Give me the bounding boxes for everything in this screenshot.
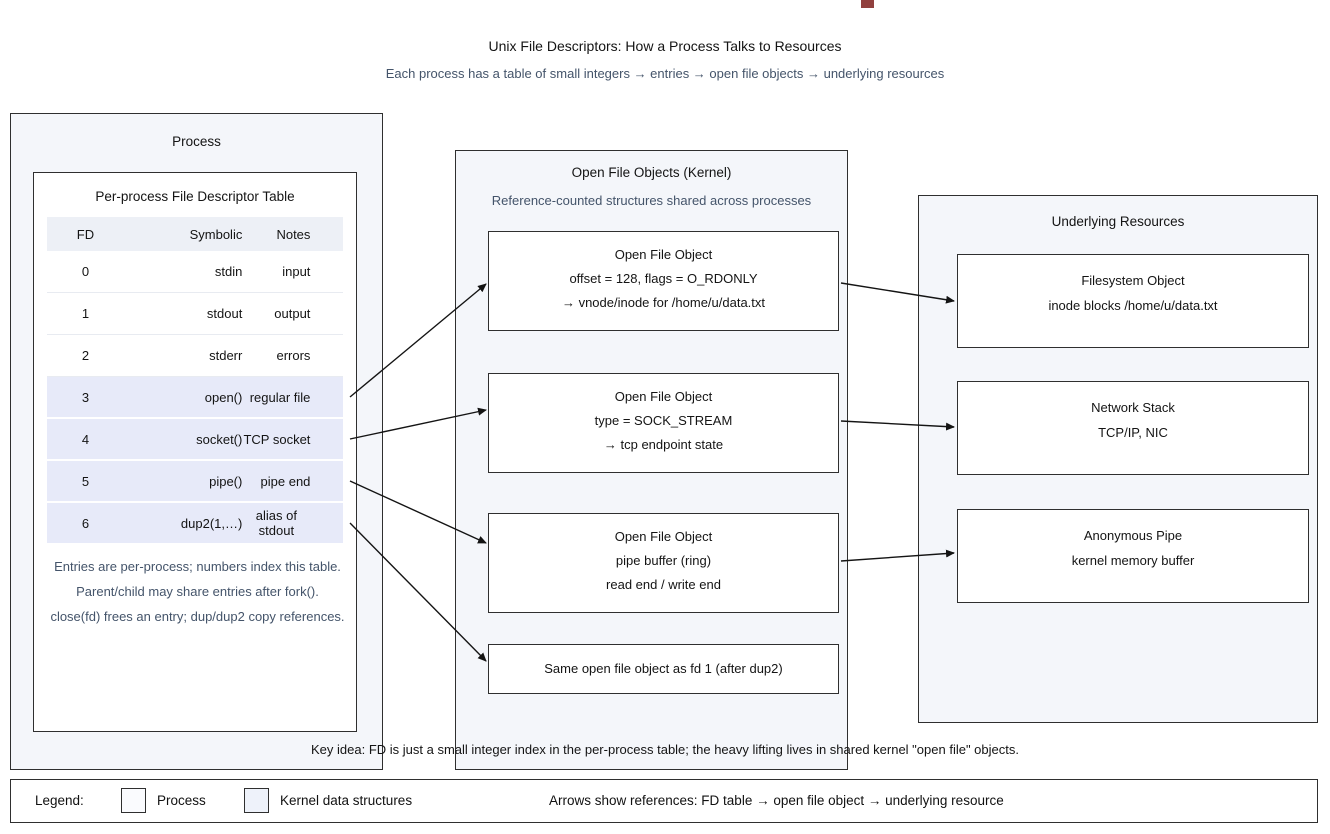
notes-cell: pipe end: [260, 473, 311, 489]
open-file-object-box-dup: Same open file object as fd 1 (after dup…: [488, 644, 839, 694]
resource-box-filesystem: Filesystem Object inode blocks /home/u/d…: [957, 254, 1309, 348]
table-row-highlighted: 5 pipe() pipe end: [47, 461, 343, 503]
notes-cell: alias of stdout: [255, 508, 297, 538]
box-detail: → tcp endpoint state: [603, 437, 724, 452]
fd-cell: 2: [81, 348, 90, 363]
symbolic-col-header: Symbolic: [189, 226, 243, 242]
fd-table-box: Per-process File Descriptor Table FD Sym…: [33, 172, 357, 732]
open-file-object-box-socket: Open File Object type = SOCK_STREAM → tc…: [488, 373, 839, 473]
process-panel-title: Process: [172, 134, 221, 149]
open-file-object-box-pipe: Open File Object pipe buffer (ring) read…: [488, 513, 839, 613]
symbolic-cell: stdin: [214, 264, 243, 279]
fd-table-header-row: FD Symbolic Notes: [47, 217, 343, 251]
symbolic-cell: open(): [204, 389, 243, 405]
fd-cell: 4: [81, 431, 90, 447]
notes-cell: regular file: [249, 389, 311, 405]
legend-arrows-note: Arrows show references: FD table → open …: [549, 793, 1004, 808]
symbolic-cell: stdout: [206, 306, 243, 321]
table-row-highlighted: 3 open() regular file: [47, 377, 343, 419]
resource-box-network: Network Stack TCP/IP, NIC: [957, 381, 1309, 475]
notes-cell: input: [282, 264, 311, 279]
key-idea-text: Key idea: FD is just a small integer ind…: [311, 742, 1019, 757]
notes-cell: output: [274, 306, 311, 321]
process-panel: Process Per-process File Descriptor Tabl…: [10, 113, 383, 770]
fd-cell: 6: [81, 515, 90, 531]
fd-cell: 0: [81, 264, 90, 279]
fd-table-title: Per-process File Descriptor Table: [95, 189, 295, 204]
open-file-object-box-file: Open File Object offset = 128, flags = O…: [488, 231, 839, 331]
process-note-line: Entries are per-process; numbers index t…: [54, 559, 341, 574]
legend-swatch-process: [121, 788, 146, 813]
box-title: Open File Object: [614, 529, 713, 544]
symbolic-cell: stderr: [209, 348, 243, 363]
page-subtitle: Each process has a table of small intege…: [385, 66, 945, 81]
notes-cell: errors: [276, 348, 311, 363]
page-title: Unix File Descriptors: How a Process Tal…: [488, 38, 842, 54]
symbolic-cell: dup2(1,…): [180, 515, 243, 531]
box-detail: kernel memory buffer: [1071, 553, 1195, 568]
legend-item-process: Process: [157, 793, 206, 808]
legend-swatch-kernel: [244, 788, 269, 813]
process-notes: Entries are per-process; numbers index t…: [11, 554, 384, 629]
box-title: Same open file object as fd 1 (after dup…: [544, 661, 783, 676]
legend-bar: Legend: Process Kernel data structures A…: [10, 779, 1318, 823]
fd-cell: 1: [81, 306, 90, 321]
box-detail: pipe buffer (ring): [615, 553, 712, 568]
box-detail: TCP/IP, NIC: [1098, 425, 1168, 440]
fd-col-header: FD: [76, 226, 95, 242]
box-detail: read end / write end: [606, 577, 721, 592]
box-title: Network Stack: [1091, 400, 1175, 415]
table-row: 2 stderr errors: [47, 335, 343, 377]
resource-box-pipe: Anonymous Pipe kernel memory buffer: [957, 509, 1309, 603]
kernel-panel-subtitle: Reference-counted structures shared acro…: [491, 193, 812, 208]
notes-col-header: Notes: [276, 226, 311, 242]
resources-panel-title: Underlying Resources: [1051, 214, 1185, 229]
process-note-line: close(fd) frees an entry; dup/dup2 copy …: [50, 609, 345, 624]
table-row: 0 stdin input: [47, 251, 343, 293]
box-detail: inode blocks /home/u/data.txt: [1048, 298, 1218, 313]
resources-panel: Underlying Resources Filesystem Object i…: [918, 195, 1318, 723]
fd-cell: 5: [81, 473, 90, 489]
box-title: Open File Object: [614, 247, 713, 262]
fd-cell: 3: [81, 389, 90, 405]
clipped-red-mark: [861, 0, 874, 8]
table-row-highlighted: 4 socket() TCP socket: [47, 419, 343, 461]
legend-label: Legend:: [35, 793, 84, 808]
box-detail: → vnode/inode for /home/u/data.txt: [561, 295, 766, 310]
box-title: Anonymous Pipe: [1083, 528, 1183, 543]
box-title: Filesystem Object: [1081, 273, 1185, 288]
symbolic-cell: socket(): [196, 431, 243, 447]
box-detail: type = SOCK_STREAM: [594, 413, 733, 428]
kernel-panel: Open File Objects (Kernel) Reference-cou…: [455, 150, 848, 770]
box-title: Open File Object: [614, 389, 713, 404]
table-row: 1 stdout output: [47, 293, 343, 335]
symbolic-cell: pipe(): [209, 473, 243, 489]
notes-cell: TCP socket: [243, 431, 311, 447]
process-note-line: Parent/child may share entries after for…: [76, 584, 319, 599]
legend-item-kernel: Kernel data structures: [280, 793, 413, 808]
table-row-highlighted: 6 dup2(1,…) alias of stdout: [47, 503, 343, 545]
box-detail: offset = 128, flags = O_RDONLY: [569, 271, 758, 286]
fd-table: FD Symbolic Notes 0 stdin input 1 stdout…: [47, 217, 343, 545]
kernel-panel-title: Open File Objects (Kernel): [571, 165, 732, 180]
